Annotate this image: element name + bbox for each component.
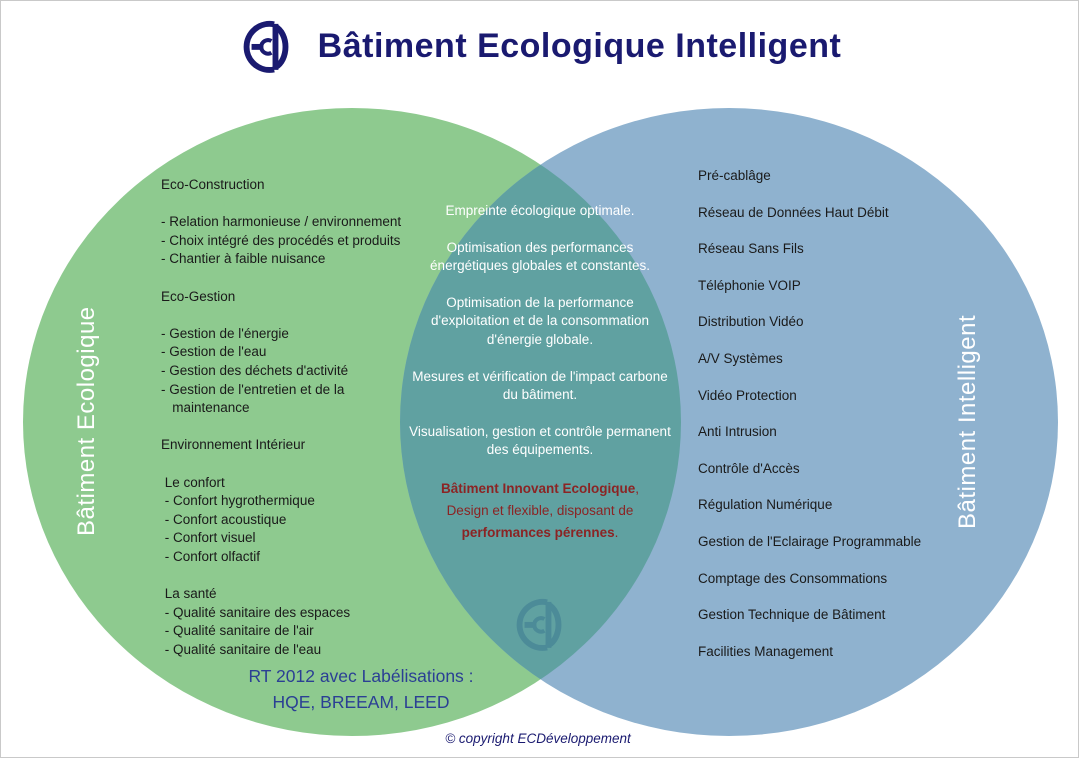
highlight-sep: , (635, 480, 640, 496)
overlap-region (400, 108, 681, 736)
ecd-watermark-icon (511, 595, 567, 653)
copyright-notice: © copyright ECDéveloppement (445, 731, 631, 746)
page-title: Bâtiment Ecologique Intelligent (317, 26, 842, 65)
ecd-logo-icon (238, 17, 294, 75)
intelligent-feature-item: Réseau de Données Haut Débit (698, 204, 889, 220)
intelligent-feature-item: Réseau Sans Fils (698, 241, 804, 257)
highlight-middle: Design et flexible, disposant de (446, 502, 634, 518)
overlap-paragraph: Mesures et vérification de l'impact carb… (412, 368, 668, 403)
overlap-paragraph: Optimisation des performances énergétiqu… (430, 239, 650, 274)
intelligent-feature-item: Régulation Numérique (698, 497, 833, 513)
overlap-paragraph: Visualisation, gestion et contrôle perma… (409, 423, 671, 458)
highlight-bold-intro: Bâtiment Innovant Ecologique (440, 480, 636, 496)
overlap-paragraph: Optimisation de la performance d'exploit… (431, 294, 649, 347)
intelligent-feature-item: Anti Intrusion (698, 424, 777, 440)
highlight-bold-end: performances pérennes (461, 524, 615, 540)
intelligent-feature-item: Vidéo Protection (698, 387, 797, 403)
intelligent-feature-item: Contrôle d'Accès (698, 460, 800, 476)
intelligent-side-label: Bâtiment Intelligent (954, 314, 981, 530)
overlap-text: Empreinte écologique optimale. Optimisati… (408, 202, 672, 544)
intelligent-feature-item: A/V Systèmes (698, 350, 783, 366)
certification-label: RT 2012 avec Labélisations : HQE, BREEAM… (248, 666, 474, 712)
ecologique-feature-list: Eco-Construction - Relation harmonieuse … (161, 177, 402, 657)
intelligent-feature-item: Comptage des Consommations (698, 570, 888, 586)
intelligent-feature-item: Facilities Management (698, 643, 834, 659)
intelligent-feature-item: Pré-cablâge (698, 168, 771, 183)
ecologique-side-label: Bâtiment Ecologique (73, 306, 100, 536)
intelligent-feature-item: Gestion Technique de Bâtiment (698, 607, 886, 623)
overlap-paragraphs: Empreinte écologique optimale. Optimisati… (408, 202, 672, 460)
overlap-paragraph: Empreinte écologique optimale. (445, 203, 635, 218)
header: Bâtiment Ecologique Intelligent (1, 17, 1078, 75)
intelligent-feature-item: Téléphonie VOIP (698, 277, 801, 293)
overlap-highlight: Bâtiment Innovant Ecologique, Design et … (408, 478, 672, 544)
intelligent-feature-item: Gestion de l'Eclairage Programmable (698, 533, 922, 549)
intelligent-feature-item: Distribution Vidéo (698, 314, 804, 330)
highlight-end: . (614, 524, 619, 540)
